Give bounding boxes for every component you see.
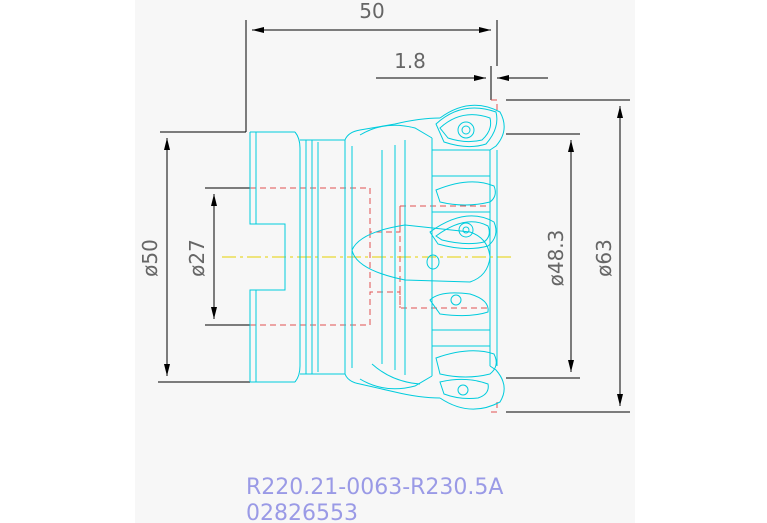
dim-cutting-diameter-label: ø63: [592, 239, 616, 277]
dim-body-diameter: [158, 138, 250, 383]
dim-edge-offset-label: 1.8: [394, 49, 426, 73]
dim-cutting-diameter: [506, 99, 630, 413]
dim-bore-diameter: [205, 187, 250, 326]
dim-body-diameter-label: ø50: [138, 239, 162, 277]
dim-overall-length-label: 50: [359, 0, 384, 23]
drawing-panel: [135, 0, 635, 523]
dim-overall-length: [160, 20, 498, 133]
dim-inner-diameter-label: ø48.3: [544, 230, 568, 287]
cutter-outline: [249, 104, 505, 410]
order-code: 02826553: [246, 501, 358, 523]
part-number: R220.21-0063-R230.5A: [246, 475, 503, 500]
dim-bore-diameter-label: ø27: [185, 239, 209, 277]
dim-edge-offset: [376, 66, 548, 100]
dim-inner-diameter: [506, 133, 580, 379]
